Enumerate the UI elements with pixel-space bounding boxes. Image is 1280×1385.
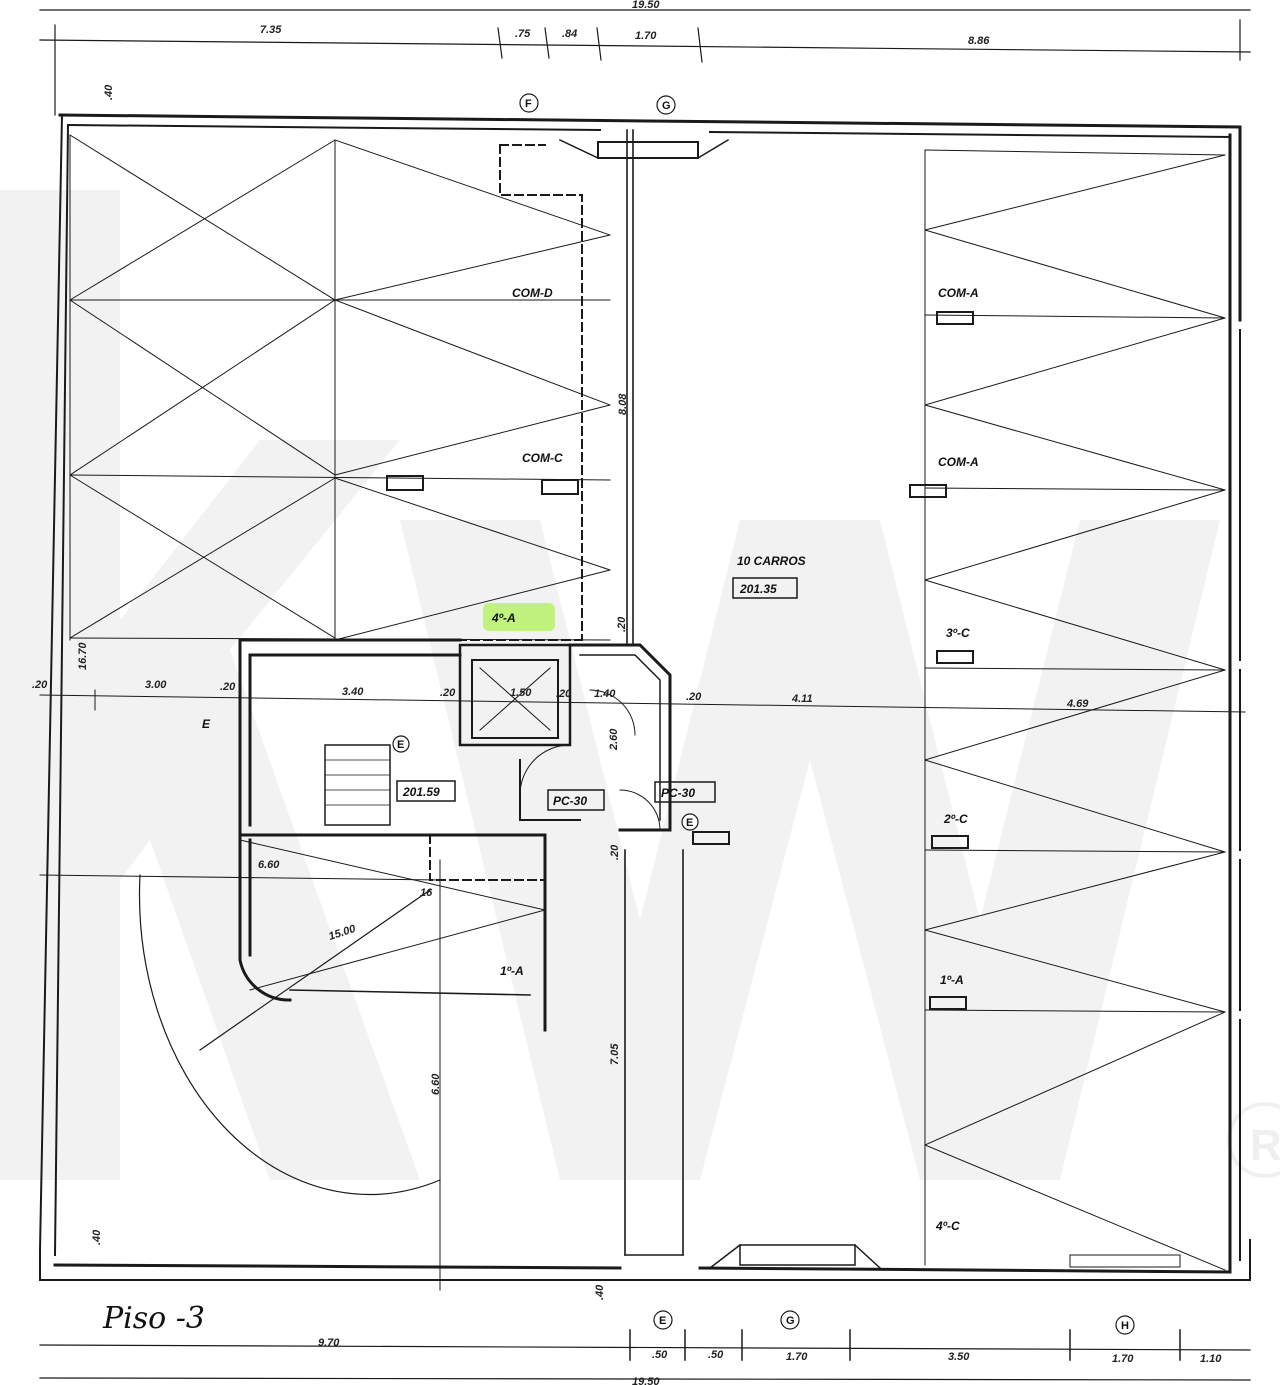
bottom-details — [39, 1243, 1251, 1381]
dim-mid-i: .20 — [686, 691, 702, 703]
storage-boxes — [386, 311, 974, 1010]
dim-vert-ramp: 6.60 — [430, 1073, 442, 1095]
mid-dimension-line — [39, 689, 1246, 713]
dim-vert-corridor-low: 7.05 — [609, 1043, 621, 1065]
grid-h: H — [1121, 1320, 1129, 1332]
left-parking-bays — [69, 134, 611, 641]
outer-walls — [39, 113, 1251, 1281]
top-dimensions — [39, 9, 1251, 116]
dim-mid-k: 4.69 — [1066, 698, 1089, 710]
watermark-reg: R — [1250, 1121, 1280, 1170]
dim-mid-j: 4.11 — [791, 693, 813, 705]
dim-ramp-width: 6.60 — [258, 859, 280, 871]
label-garage-area: 201.35 — [739, 582, 777, 596]
central-corridor — [559, 129, 730, 1256]
label-com-d: COM-D — [512, 286, 553, 300]
dim-bottom-c: .50 — [708, 1349, 724, 1361]
dim-top-b: .75 — [515, 28, 531, 40]
label-2c: 2º-C — [943, 812, 968, 826]
grid-e: E — [659, 1315, 666, 1327]
room-labels: 10 CARROS 201.35 201.59 PC-30 PC-30 COM-… — [202, 286, 979, 1233]
label-com-a-1: COM-A — [938, 286, 979, 300]
stair-lift-core — [238, 638, 672, 1032]
dim-bottom-f: 1.70 — [1112, 1353, 1134, 1365]
label-com-a-2: COM-A — [938, 455, 979, 469]
dim-mid-f: 1.50 — [510, 687, 532, 699]
grid-f: F — [525, 98, 532, 110]
dim-mid-b: 3.00 — [145, 679, 167, 691]
pc2-box — [654, 781, 716, 803]
e-small-1: E — [397, 739, 404, 751]
dim-top-c: .84 — [562, 28, 577, 40]
dim-mid-g: .20 — [556, 688, 572, 700]
label-stair-area: 201.59 — [402, 785, 440, 799]
dim-radius: 15.00 — [327, 923, 358, 943]
label-3c: 3º-C — [946, 626, 970, 640]
dim-bottom-b: .50 — [652, 1349, 668, 1361]
pc1-box — [547, 789, 605, 811]
garage-area-box — [732, 577, 798, 599]
dim-vert-b2: .40 — [594, 1284, 606, 1300]
stair-area-box — [396, 780, 456, 802]
label-pc2: PC-30 — [661, 786, 695, 800]
dim-vert-lobby: 2.60 — [608, 728, 620, 751]
label-garage: 10 CARROS — [737, 554, 806, 568]
floor-title: Piso -3 — [102, 1301, 205, 1336]
dim-bottom-a: 9.70 — [318, 1337, 340, 1349]
dim-bottom-e: 3.50 — [948, 1351, 970, 1363]
dim-top-e: 8.86 — [968, 35, 990, 47]
dim-mid-e: .20 — [440, 687, 456, 699]
label-pc1: PC-30 — [553, 794, 587, 808]
label-4c: 4º-C — [935, 1219, 960, 1233]
dimension-labels: 19.50 7.35 .75 .84 1.70 8.86 9.70 .50 .5… — [32, 0, 1222, 1385]
grid-g-bottom: G — [786, 1315, 795, 1327]
label-e-mark: E — [202, 717, 211, 731]
dim-top-d: 1.70 — [635, 30, 657, 42]
grid-g-top: G — [662, 100, 671, 112]
label-4a: 4º-A — [491, 611, 516, 625]
dim-mid-a: .20 — [32, 679, 48, 691]
dim-bottom-d: 1.70 — [786, 1351, 808, 1363]
dim-mid-d: 3.40 — [342, 686, 364, 698]
ramp — [39, 833, 546, 1291]
label-1a-right: 1º-A — [940, 973, 964, 987]
dim-vert-left: 16.70 — [77, 642, 89, 670]
e-small-2: E — [686, 817, 693, 829]
highlight-4a — [483, 603, 555, 631]
dim-vert-mid20: .20 — [609, 844, 621, 860]
watermark: R — [0, 190, 1280, 1180]
dim-vert-corridor-top: 8.08 — [617, 393, 629, 415]
dim-bottom-total: 19.50 — [632, 1376, 660, 1385]
dim-mid-h: 1.40 — [594, 688, 616, 700]
dim-top-total: 19.50 — [632, 0, 660, 11]
grid-bubbles — [392, 93, 1135, 1335]
dim-vert-corridor-mid: .20 — [616, 616, 628, 632]
dim-vert-bottom: .40 — [91, 1229, 103, 1245]
dim-mid-c: .20 — [220, 681, 236, 693]
right-parking-bays — [924, 149, 1226, 1271]
dim-angle: 16 — [420, 887, 433, 899]
dim-top-a: 7.35 — [260, 24, 282, 36]
dim-bottom-g: 1.10 — [1200, 1353, 1222, 1365]
label-1a-left: 1º-A — [500, 964, 524, 978]
dim-vert-top: .40 — [103, 84, 115, 100]
label-com-c: COM-C — [522, 451, 563, 465]
